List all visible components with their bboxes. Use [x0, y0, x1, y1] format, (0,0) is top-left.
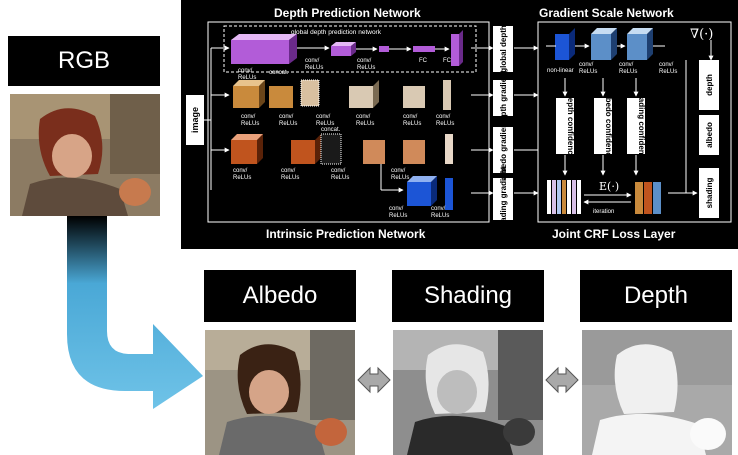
- svg-text:ReLUs: ReLUs: [241, 121, 259, 127]
- svg-text:ReLUs: ReLUs: [316, 121, 334, 127]
- svg-text:conv/: conv/: [579, 62, 594, 68]
- depth-gradient-box: depth gradient: [499, 70, 508, 126]
- svg-text:ReLUs: ReLUs: [357, 65, 375, 71]
- svg-text:ReLUs: ReLUs: [356, 121, 374, 127]
- svg-text:conv/: conv/: [357, 58, 372, 64]
- svg-text:FC: FC: [443, 58, 452, 64]
- global-depth-subtitle: global depth prediction network: [291, 29, 382, 36]
- rgb-label: RGB: [8, 36, 160, 86]
- svg-text:ReLUs: ReLUs: [403, 121, 421, 127]
- svg-text:conv/: conv/: [316, 114, 331, 120]
- svg-text:conv/: conv/: [389, 206, 404, 212]
- shading-confidence-box: shading confidence: [637, 88, 646, 164]
- shading-image: [393, 330, 543, 455]
- network-diagram: Depth Prediction Network Gradient Scale …: [181, 0, 738, 249]
- svg-text:conv/: conv/: [331, 168, 346, 174]
- gradient-scale-title: Gradient Scale Network: [539, 6, 674, 20]
- svg-text:non-linear: non-linear: [547, 68, 574, 74]
- svg-text:conv/: conv/: [241, 114, 256, 120]
- shading-gradient-box: shading gradient: [499, 166, 508, 231]
- svg-text:conv/: conv/: [659, 62, 674, 68]
- depth-confidence-box: depth confidence: [566, 93, 575, 160]
- svg-text:ReLUs: ReLUs: [619, 69, 637, 75]
- image-input: image: [190, 107, 200, 133]
- output-shading-box: shading: [705, 178, 714, 209]
- svg-text:ReLUs: ReLUs: [659, 69, 677, 75]
- joint-crf-title: Joint CRF Loss Layer: [552, 227, 676, 241]
- output-albedo-box: albedo: [705, 122, 714, 148]
- svg-text:ReLUs: ReLUs: [389, 213, 407, 219]
- svg-text:ReLUs: ReLUs: [331, 175, 349, 181]
- svg-text:concat.: concat.: [269, 70, 289, 76]
- depth-image: [582, 330, 732, 455]
- albedo-shading-link: [357, 366, 391, 394]
- gradient-op: ∇(·): [690, 27, 713, 42]
- svg-text:ReLUs: ReLUs: [305, 65, 323, 71]
- svg-text:ReLUs: ReLUs: [279, 121, 297, 127]
- output-depth-box: depth: [705, 74, 714, 96]
- svg-text:ReLUs: ReLUs: [436, 121, 454, 127]
- svg-text:ReLUs: ReLUs: [238, 75, 256, 81]
- svg-text:conv/: conv/: [431, 206, 446, 212]
- albedo-gradient-box: albedo gradient: [499, 120, 508, 180]
- flow-arrow: [67, 216, 203, 409]
- svg-text:iteration: iteration: [593, 209, 614, 215]
- svg-text:ReLUs: ReLUs: [233, 175, 251, 181]
- global-depth-box: global depth: [499, 25, 508, 73]
- svg-text:FC: FC: [419, 58, 428, 64]
- shading-depth-link: [545, 366, 579, 394]
- depth-prediction-title: Depth Prediction Network: [274, 6, 421, 20]
- svg-text:conv/: conv/: [619, 62, 634, 68]
- svg-text:conv/: conv/: [305, 58, 320, 64]
- svg-text:conv/: conv/: [391, 168, 406, 174]
- albedo-image: [205, 330, 355, 455]
- svg-text:conv/: conv/: [233, 168, 248, 174]
- svg-text:conv/: conv/: [238, 68, 253, 74]
- shading-label: Shading: [392, 270, 544, 322]
- rgb-image: [10, 94, 160, 216]
- svg-text:ReLUs: ReLUs: [281, 175, 299, 181]
- albedo-confidence-box: albedo confidence: [604, 91, 613, 162]
- svg-text:conv/: conv/: [436, 114, 451, 120]
- svg-text:conv/: conv/: [281, 168, 296, 174]
- svg-text:ReLUs: ReLUs: [431, 213, 449, 219]
- svg-text:concat.: concat.: [321, 127, 341, 133]
- svg-text:conv/: conv/: [356, 114, 371, 120]
- energy-op: E(·): [599, 180, 619, 193]
- albedo-label: Albedo: [204, 270, 356, 322]
- svg-text:ReLUs: ReLUs: [579, 69, 597, 75]
- svg-text:ReLUs: ReLUs: [391, 175, 409, 181]
- svg-text:conv/: conv/: [279, 114, 294, 120]
- intrinsic-prediction-title: Intrinsic Prediction Network: [266, 227, 426, 241]
- depth-label: Depth: [580, 270, 732, 322]
- svg-text:conv/: conv/: [403, 114, 418, 120]
